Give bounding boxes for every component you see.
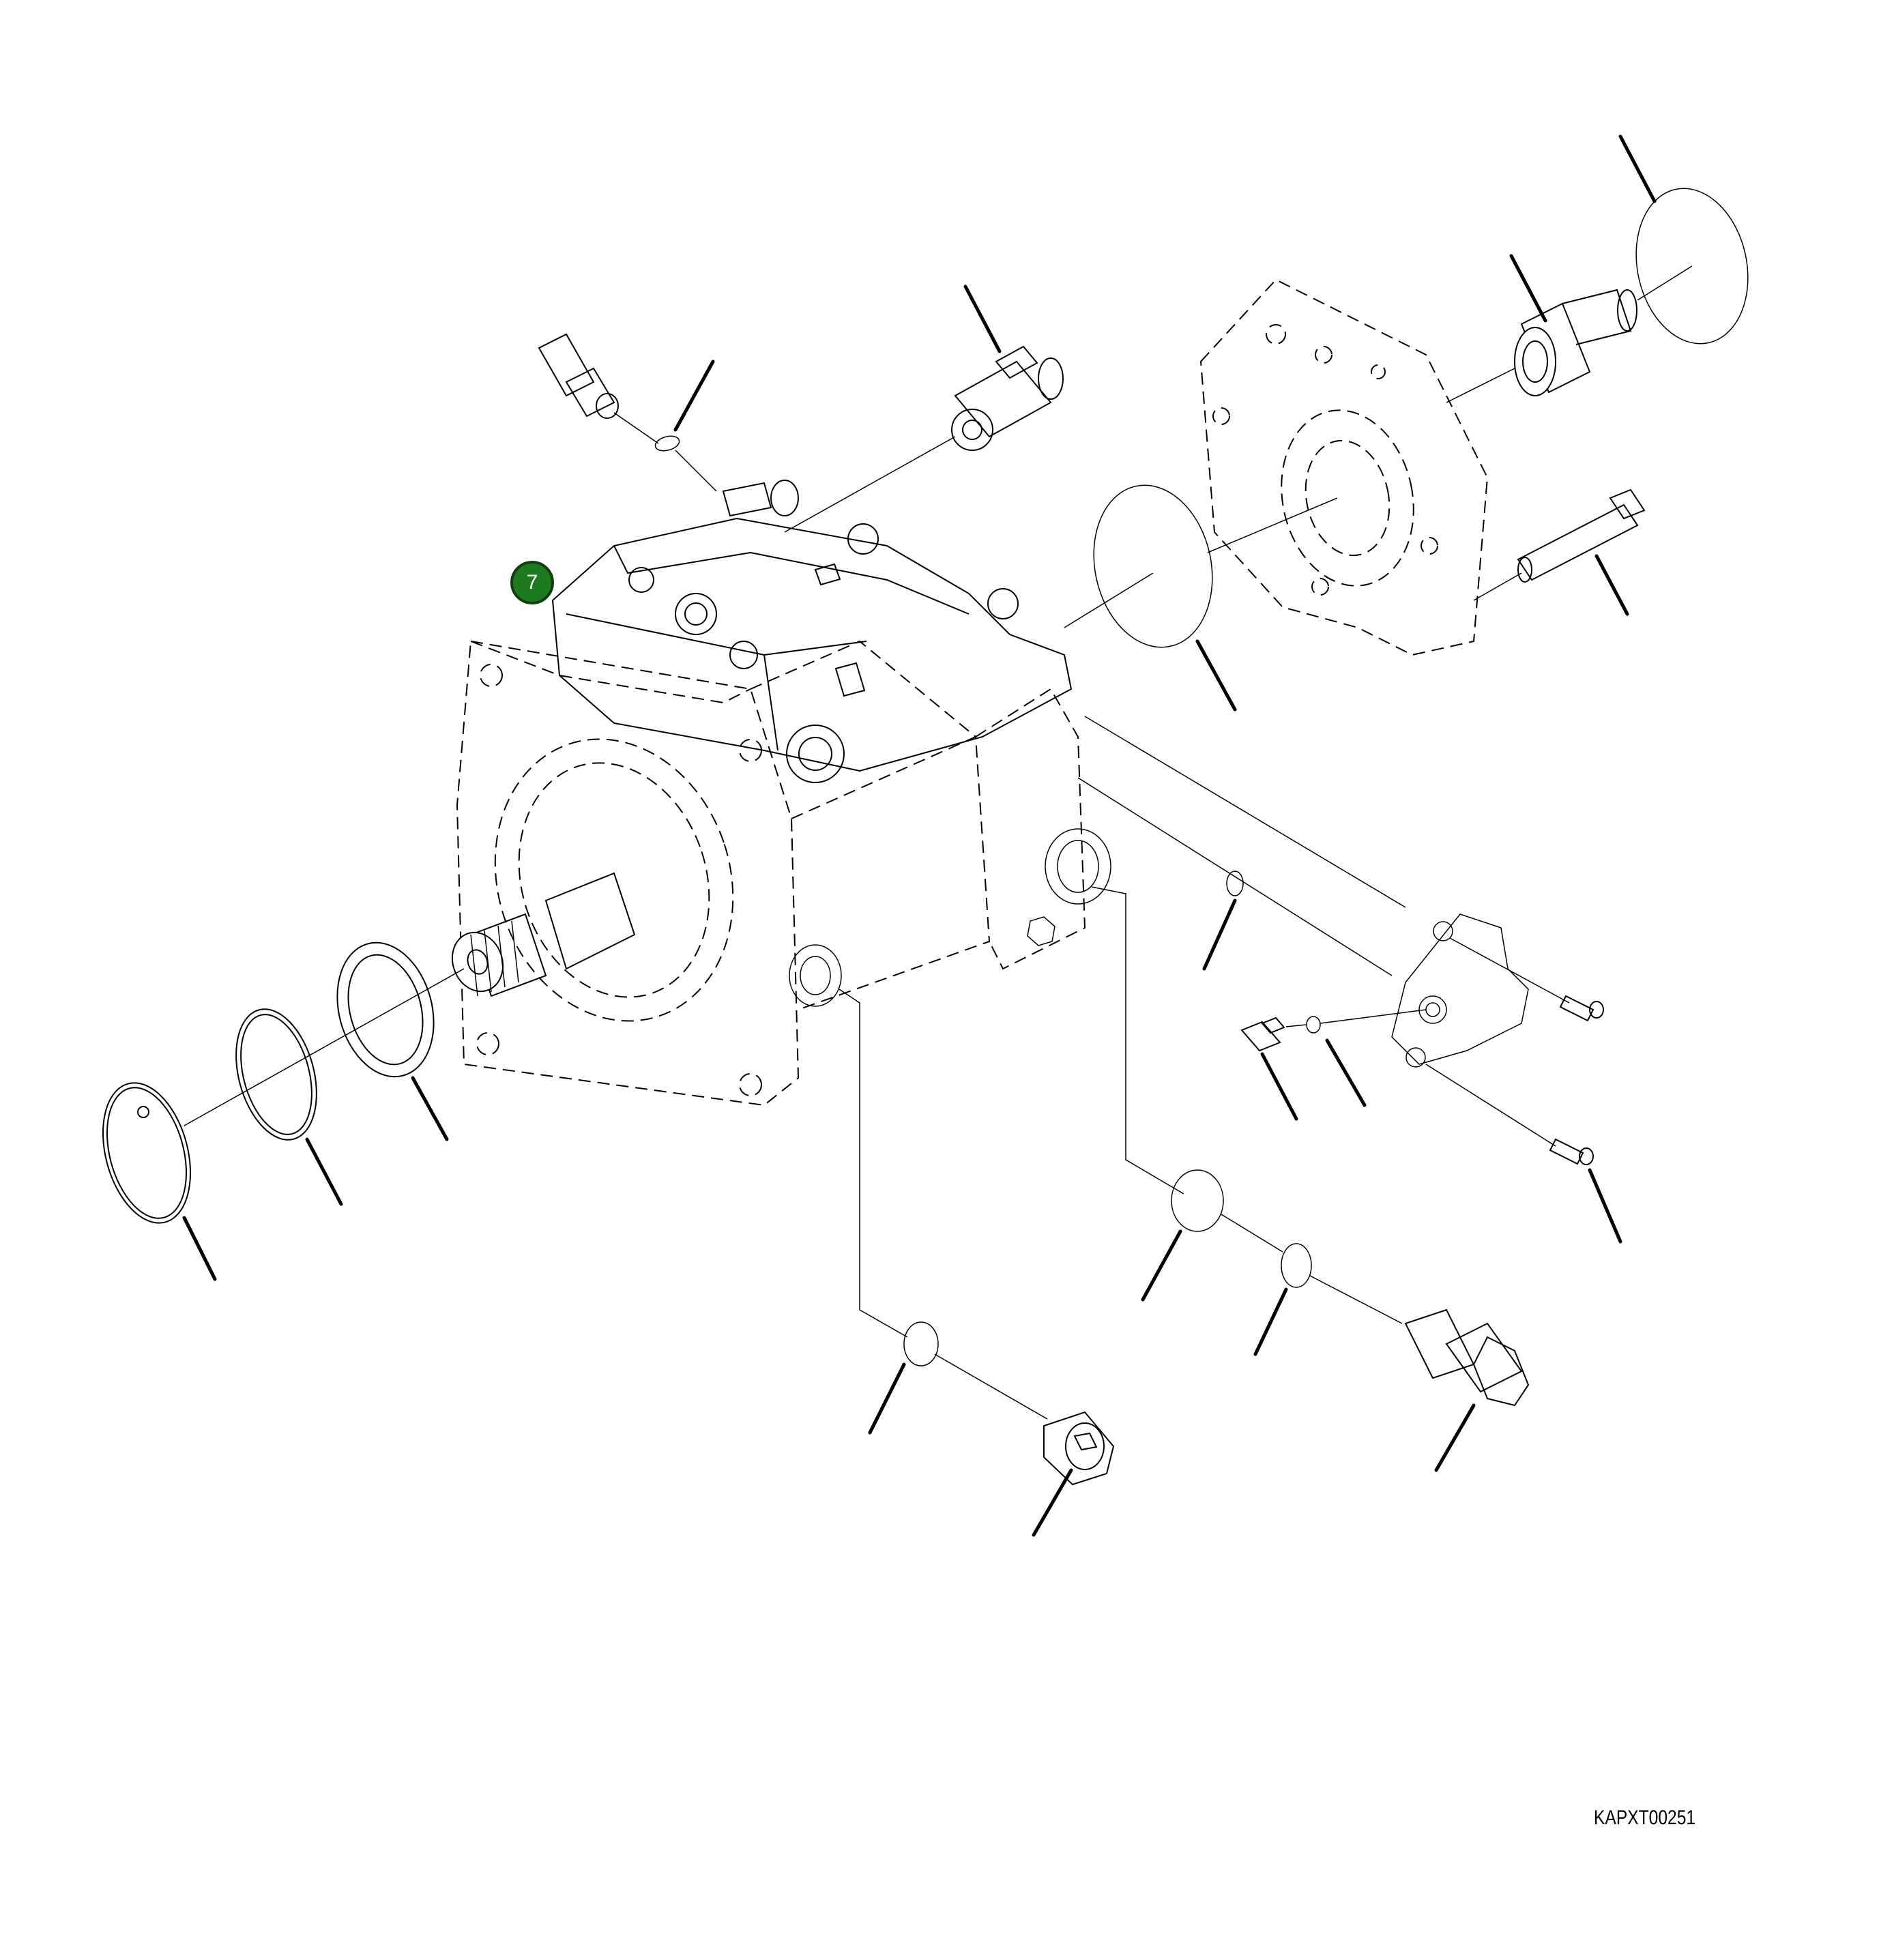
small-plug (1240, 1016, 1285, 1052)
backup-ring (235, 1008, 317, 1141)
solenoid (951, 345, 1064, 451)
control-block (551, 480, 1073, 783)
cap-screw-upper (1559, 995, 1604, 1022)
o-ring-mid (1226, 871, 1244, 896)
hex-plug (1043, 1411, 1115, 1486)
adapter-flange (1199, 278, 1489, 656)
relief-valve (1404, 1308, 1530, 1407)
shaft-axis-line (184, 968, 465, 1126)
o-ring-port-small (1281, 1243, 1312, 1288)
coupling (1514, 289, 1637, 396)
input-shaft (451, 872, 636, 997)
cap-screw-lower (1549, 1138, 1594, 1165)
seal-ring (336, 941, 435, 1078)
o-ring-port-large (1171, 1169, 1224, 1232)
snap-ring (102, 1082, 192, 1224)
cover-disc (1635, 188, 1749, 345)
o-ring-top-left (654, 435, 680, 452)
o-ring-plug (903, 1321, 939, 1366)
gasket (1093, 484, 1213, 648)
small-washer (1306, 1016, 1321, 1034)
leader-lines (182, 134, 1657, 1537)
valve-cartridge (538, 333, 659, 444)
long-bolt (1517, 488, 1646, 583)
callout-7-badge[interactable]: 7 (510, 561, 554, 604)
pump-housing (456, 640, 1111, 1107)
drawing-code: KAPXT00251 (1594, 1807, 1696, 1829)
bracket-plate (1391, 913, 1529, 1068)
